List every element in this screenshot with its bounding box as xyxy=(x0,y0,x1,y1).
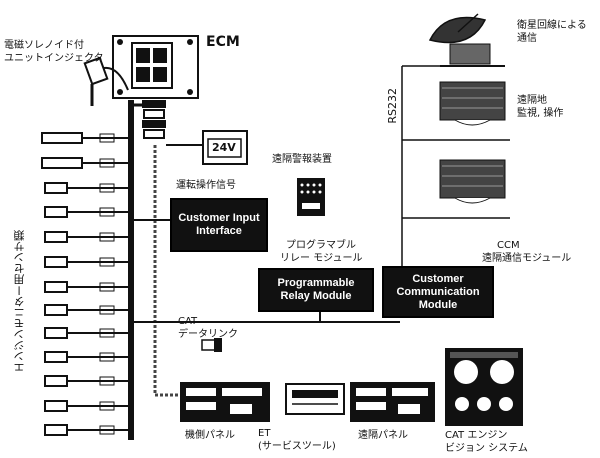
sensors-label: エンジンモニター用センサ類 xyxy=(13,230,26,373)
remote-alarm-label: 遠隔警報装置 xyxy=(272,154,332,165)
remote-monitor-2 xyxy=(402,159,510,219)
cat-data-link-connector xyxy=(201,338,222,352)
remote-site-label-1: 遠隔地 xyxy=(517,95,547,106)
ecm-connector xyxy=(134,100,166,139)
sensor xyxy=(41,157,128,169)
et-label-2: (サービスツール) xyxy=(258,441,336,452)
cat-link-label-1: CAT xyxy=(178,316,198,327)
remote-monitor-1 xyxy=(402,81,510,141)
remote-alarm-device xyxy=(297,178,325,216)
satellite-label-2: 通信 xyxy=(517,33,537,44)
sensor xyxy=(44,327,128,339)
satellite-dish xyxy=(428,13,505,67)
run-signal-label: 運転操作信号 xyxy=(176,180,236,191)
ccm-label-1: CCM xyxy=(497,240,520,251)
programmable-relay-module-block: Programmable Relay Module xyxy=(258,268,374,312)
sensor xyxy=(44,231,128,243)
customer-input-line2: Interface xyxy=(196,225,242,237)
cat-link-label-2: データリンク xyxy=(178,329,238,340)
prog-relay-label-1: プログラマブル xyxy=(286,240,356,251)
sensor xyxy=(44,351,128,363)
customer-input-line1: Customer Input xyxy=(178,212,260,224)
cat-engine-vision-system xyxy=(445,348,523,426)
sensor xyxy=(44,424,128,436)
et-service-tool xyxy=(285,383,345,415)
main-harness xyxy=(128,100,134,440)
prog-relay-block-line2: Relay Module xyxy=(280,290,352,302)
remote-panel xyxy=(350,382,435,422)
sensor xyxy=(44,281,128,293)
ecm-unit xyxy=(112,35,199,99)
cat-vision-label-2: ビジョン システム xyxy=(445,443,528,454)
solenoid-injector xyxy=(83,56,129,106)
machine-side-panel xyxy=(180,382,270,422)
machine-panel-label: 機側パネル xyxy=(185,430,235,441)
power-24v-label: 24V xyxy=(212,141,236,154)
remote-panel-label: 遠隔パネル xyxy=(358,430,408,441)
power-24v-box xyxy=(202,130,248,165)
sensor xyxy=(44,256,128,268)
solenoid-label-2: ユニットインジェクタ xyxy=(4,53,104,64)
sensor xyxy=(44,182,128,194)
sensor xyxy=(44,375,128,387)
remote-site-label-2: 監視, 操作 xyxy=(517,108,564,119)
prog-relay-block-line1: Programmable xyxy=(277,277,355,289)
ccm-block-line2: Communication xyxy=(396,285,480,298)
prog-relay-label-2: リレー モジュール xyxy=(280,253,363,264)
sensor xyxy=(41,132,128,144)
ecm-label: ECM xyxy=(206,34,240,50)
satellite-label-1: 衛星回線による xyxy=(517,20,587,31)
customer-communication-module-block: Customer Communication Module xyxy=(382,266,494,318)
customer-input-interface-block: Customer Input Interface xyxy=(170,198,268,252)
solenoid-label-1: 電磁ソレノイド付 xyxy=(4,40,84,51)
ccm-block-line3: Module xyxy=(418,298,458,311)
cat-vision-label-1: CAT エンジン xyxy=(445,430,508,441)
et-label-1: ET xyxy=(258,428,271,439)
ccm-label-2: 遠隔通信モジュール xyxy=(482,253,572,264)
sensor xyxy=(44,206,128,218)
rs232-label: RS232 xyxy=(386,88,399,124)
sensor-array xyxy=(41,132,128,436)
sensor xyxy=(44,304,128,316)
sensor xyxy=(44,400,128,412)
ccm-block-line1: Customer xyxy=(412,272,464,285)
